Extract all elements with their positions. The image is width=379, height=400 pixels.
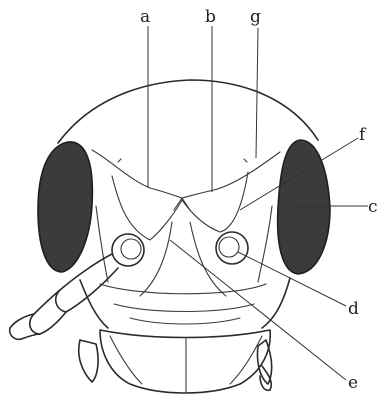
right-antennal-socket-inner (219, 237, 239, 257)
left-frontal-plate (112, 176, 182, 240)
lower-face-right (262, 278, 290, 328)
label-d: d (348, 299, 359, 319)
right-frontal-plate (182, 172, 248, 232)
head-capsule-outline (58, 80, 318, 143)
left-gena-line (96, 206, 108, 282)
vertex-ridge (92, 150, 280, 198)
right-palp-tip (260, 366, 271, 390)
label-g: g (250, 7, 261, 27)
frons-left-line (140, 222, 172, 296)
clypeus-mid (130, 318, 240, 324)
leader-g (256, 28, 258, 158)
left-ocellus-mark (118, 159, 121, 162)
left-compound-eye (38, 142, 92, 272)
lower-face-left (80, 280, 108, 328)
left-mouthpart (79, 340, 98, 382)
label-a: a (140, 7, 150, 27)
left-antennal-socket-outer (112, 234, 144, 266)
clypeus-upper (114, 304, 254, 312)
label-b: b (205, 7, 216, 27)
labrum-left-fold (110, 336, 142, 384)
label-e: e (348, 373, 358, 393)
label-c: c (368, 197, 378, 217)
clypeal-suture (100, 284, 266, 294)
right-ocellus-mark (244, 159, 247, 162)
left-antennal-socket-inner (121, 239, 141, 259)
right-antennal-socket-outer (216, 232, 248, 264)
right-gena-line (258, 206, 272, 282)
label-f: f (359, 125, 367, 145)
labrum-plate (100, 330, 270, 393)
antenna-pedicel (30, 290, 66, 334)
antenna-flagellum (10, 314, 40, 339)
